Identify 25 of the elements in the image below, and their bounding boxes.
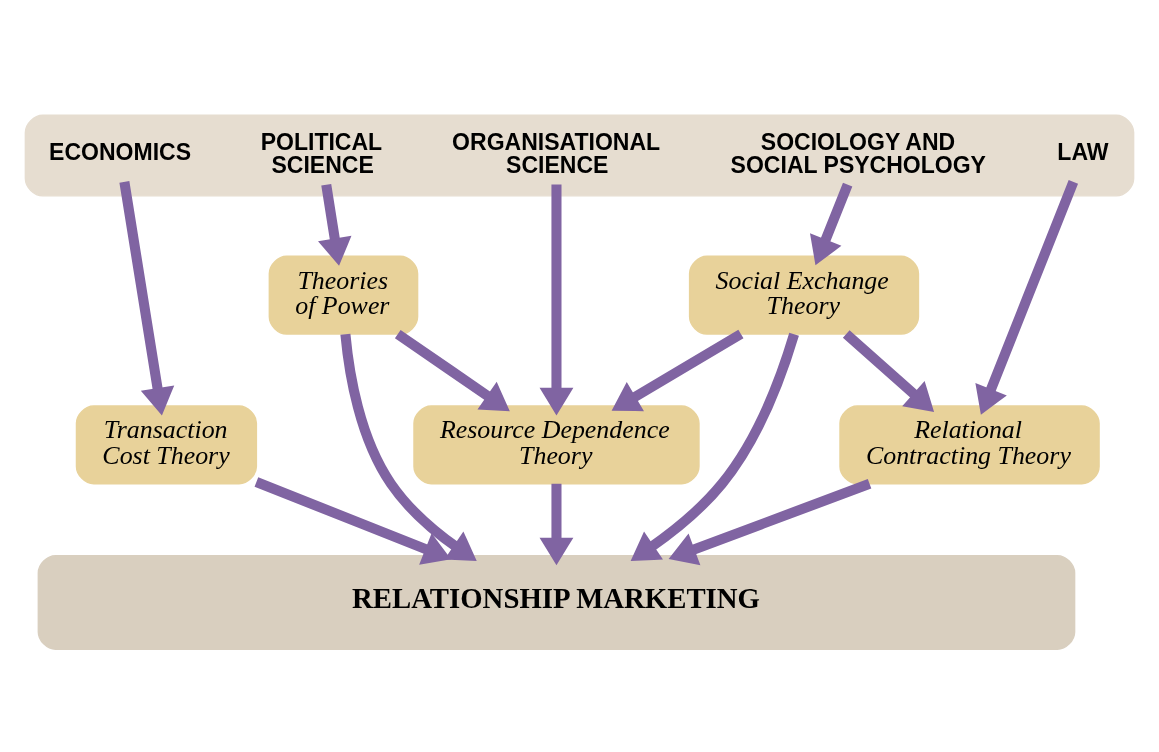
node-text: SOCIOLOGY AND SOCIAL PSYCHOLOGY xyxy=(730,128,986,178)
node-box: Theories of Power xyxy=(268,255,419,335)
arrow xyxy=(611,329,744,411)
arrow xyxy=(318,183,352,266)
node-box: RELATIONSHIP MARKETING xyxy=(37,554,1076,650)
arrow xyxy=(394,329,510,411)
node-text: POLITICAL SCIENCE xyxy=(260,128,383,178)
arrow xyxy=(539,483,574,565)
cluster xyxy=(24,114,1135,197)
node-text: ECONOMICS xyxy=(49,138,192,165)
node-text: LAW xyxy=(1057,138,1109,165)
node-box: Resource Dependence Theory xyxy=(413,404,700,484)
arrow xyxy=(975,179,1079,415)
node-box: Relational Contracting Theory xyxy=(839,404,1100,484)
arrow xyxy=(254,476,452,565)
node-box: Social Exchange Theory xyxy=(688,255,920,335)
arrow xyxy=(630,332,799,561)
arrow xyxy=(810,182,853,265)
arrow xyxy=(340,333,477,561)
arrow xyxy=(539,183,574,415)
node-box: Transaction Cost Theory xyxy=(75,404,258,484)
node-text: ORGANISATIONAL SCIENCE xyxy=(452,128,661,178)
arrow xyxy=(119,180,175,415)
arrow xyxy=(842,329,935,412)
arrow xyxy=(668,478,872,565)
